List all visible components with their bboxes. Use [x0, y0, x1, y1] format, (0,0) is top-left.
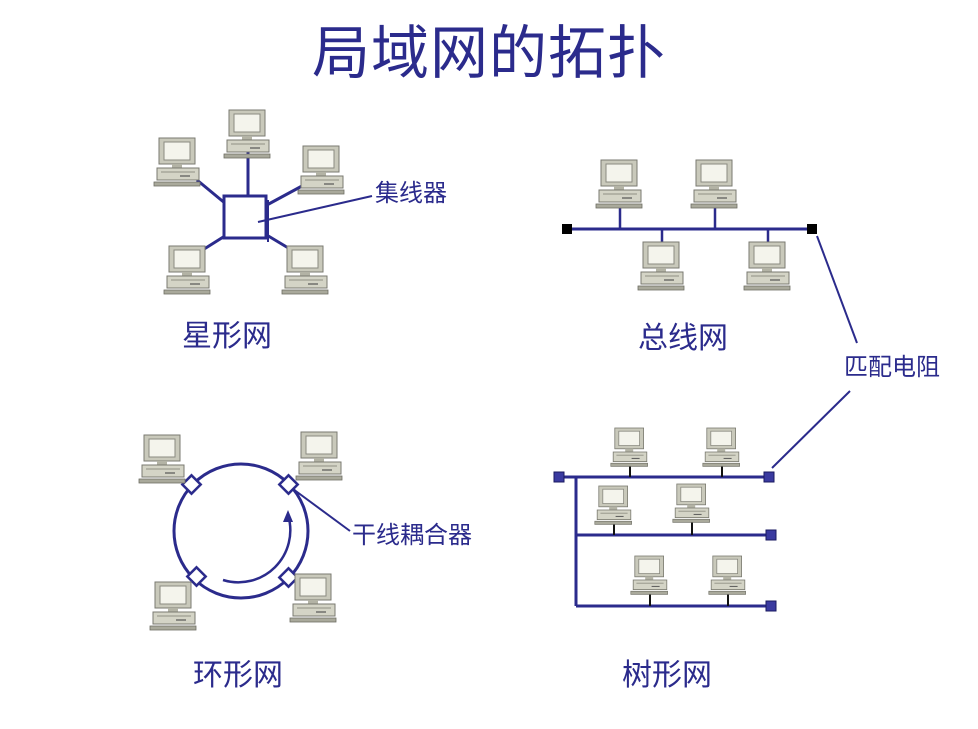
computer-icon [289, 573, 337, 623]
computer-icon [163, 245, 211, 295]
computer-icon [672, 483, 711, 523]
tree-network [553, 390, 851, 612]
bus-network-label: 总线网 [638, 321, 728, 356]
computer-icon [702, 427, 741, 467]
terminator-left [562, 224, 572, 234]
computer-icon [153, 137, 201, 187]
terminator-right [807, 224, 817, 234]
page-title: 局域网的拓扑 [311, 19, 666, 87]
computer-icon [297, 145, 345, 195]
ring-network-label: 环形网 [193, 658, 283, 693]
tree-network-label: 树形网 [622, 658, 712, 693]
computer-icon [630, 555, 669, 595]
computer-icon [594, 485, 633, 525]
computer-icon [690, 159, 738, 209]
terminator-square [553, 471, 565, 483]
computer-icon [223, 109, 271, 159]
computer-icon [295, 431, 343, 481]
coupler-label: 干线耦合器 [352, 521, 472, 549]
computer-icon [281, 245, 329, 295]
computer-icon [595, 159, 643, 209]
computer-icon [637, 241, 685, 291]
terminator-square [765, 600, 777, 612]
terminator-square [765, 529, 777, 541]
hub-label: 集线器 [375, 179, 447, 207]
computer-icon [610, 427, 649, 467]
hub-box [222, 194, 268, 240]
computer-icon [708, 555, 747, 595]
star-network [153, 109, 373, 295]
ring-network [138, 431, 351, 631]
computer-icon [743, 241, 791, 291]
computer-icon [138, 434, 186, 484]
computer-icon [149, 581, 197, 631]
terminator-square [763, 471, 775, 483]
bus-network [562, 159, 858, 344]
terminator-label: 匹配电阻 [844, 353, 940, 381]
star-network-label: 星形网 [182, 319, 272, 354]
